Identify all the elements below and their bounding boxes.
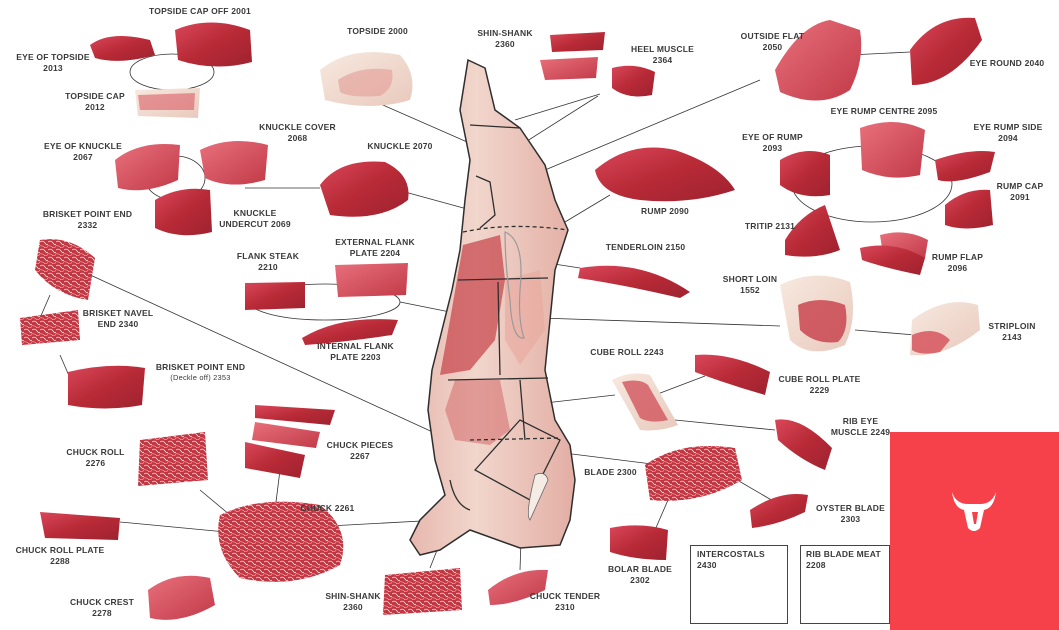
bull-head-icon — [952, 492, 996, 531]
cut-internal-flank — [302, 319, 398, 345]
cut-shin-shank-bottom — [383, 568, 462, 615]
cut-tritip — [785, 205, 840, 257]
cut-rump — [595, 147, 735, 202]
cut-eye-of-knuckle — [115, 144, 180, 191]
label-eye-rump-centre: EYE RUMP CENTRE 2095 — [830, 106, 938, 116]
label-eye-round: EYE ROUND 2040 — [969, 58, 1045, 68]
cut-knuckle-undercut — [155, 188, 212, 236]
cut-eye-round — [910, 17, 982, 86]
cut-eye-of-topside — [90, 36, 155, 61]
cut-cube-roll-plate — [695, 354, 770, 395]
label-cube-roll: CUBE ROLL 2243 — [590, 347, 664, 357]
cut-bolar-blade — [610, 525, 668, 560]
cut-oyster-blade — [750, 494, 808, 528]
label-topside-cap-off: TOPSIDE CAP OFF 2001 — [149, 6, 251, 16]
cut-brisket-point-end-deckle — [68, 365, 145, 409]
label-rump: RUMP 2090 — [641, 206, 689, 216]
cut-chuck — [218, 501, 344, 582]
intercostals-box — [690, 545, 788, 624]
cut-rump-cap — [945, 189, 993, 229]
cut-heel-muscle — [612, 65, 655, 97]
cut-eye-of-rump — [780, 151, 830, 197]
cut-chuck-roll — [138, 432, 208, 486]
cut-topside-cap-off — [175, 22, 252, 67]
cut-rib-eye-muscle — [775, 419, 832, 470]
cut-external-flank — [335, 263, 408, 297]
cut-chuck-crest — [148, 575, 215, 620]
brand-panel — [890, 432, 1059, 630]
label-topside: TOPSIDE 2000 — [347, 26, 408, 36]
carcass-side — [409, 58, 576, 556]
cut-outside-flat — [775, 20, 862, 101]
meat-cuts — [20, 17, 995, 620]
cut-eye-rump-side — [935, 151, 995, 182]
cut-knuckle-cover — [200, 141, 268, 185]
label-tritip: TRITIP 2131 — [744, 221, 796, 231]
cut-chuck-tender — [488, 569, 548, 605]
cut-eye-rump-centre — [860, 121, 925, 178]
cut-flank-steak — [245, 282, 305, 310]
cut-brisket-point-end — [35, 239, 95, 300]
label-chuck: CHUCK 2261 — [300, 503, 355, 513]
label-brisket-point-end-deckle: BRISKET POINT END(Deckle off) 2353 — [155, 362, 246, 382]
cut-chuck-roll-plate — [40, 512, 120, 540]
cut-knuckle — [320, 161, 409, 217]
cut-tenderloin — [578, 265, 690, 298]
cut-shin-shank-top — [550, 32, 605, 52]
rib-blade-meat-box — [800, 545, 890, 624]
label-tenderloin: TENDERLOIN 2150 — [605, 242, 686, 252]
cut-blade — [645, 446, 742, 501]
label-knuckle: KNUCKLE 2070 — [367, 141, 433, 151]
label-blade: BLADE 2300 — [584, 467, 637, 477]
cut-chuck-pieces — [255, 405, 335, 425]
cut-brisket-navel-end — [20, 310, 80, 345]
